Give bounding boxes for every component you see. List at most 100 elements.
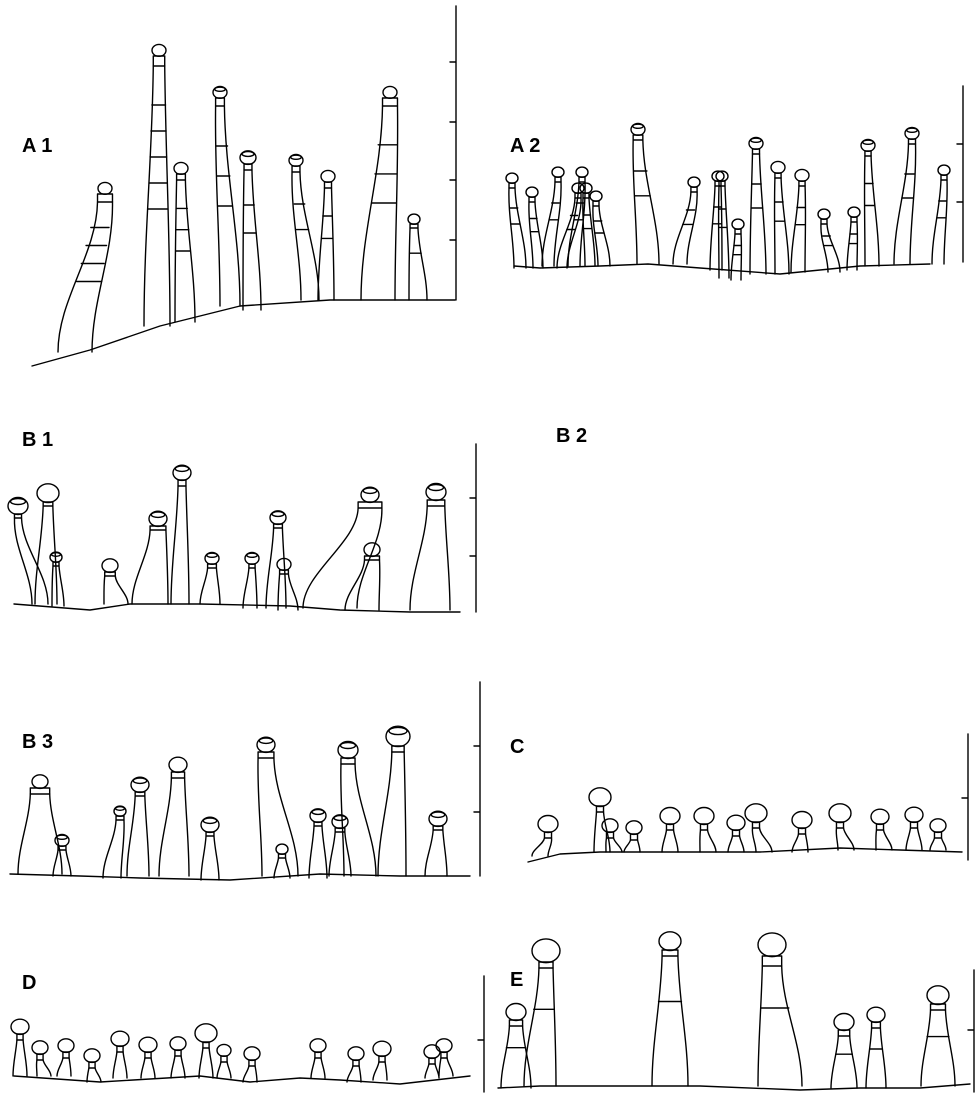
hair-wall — [876, 830, 877, 850]
hair-wall — [132, 530, 150, 604]
hair-wall — [599, 206, 610, 266]
hair-wall — [524, 968, 539, 1086]
hair-wall — [409, 228, 410, 300]
hair-wall — [258, 758, 262, 876]
hair-wall — [113, 1052, 117, 1078]
hair-wall — [542, 182, 555, 266]
glandular-head — [102, 559, 118, 573]
hair-wall — [345, 832, 351, 876]
hair-wall — [652, 956, 662, 1086]
glandular-head — [139, 1037, 157, 1052]
head-cap — [751, 138, 762, 142]
hair-wall — [141, 1058, 145, 1078]
hair-wall — [181, 1056, 185, 1078]
hair-wall — [166, 530, 168, 604]
hair-wall — [329, 832, 335, 876]
hair-wall — [278, 574, 280, 610]
hair-wall — [910, 144, 916, 264]
scale-bar-line — [968, 970, 974, 1092]
hair-wall — [866, 1028, 872, 1088]
hair-wall — [255, 1066, 257, 1082]
hair-wall — [515, 188, 526, 268]
hair-wall — [171, 486, 178, 604]
hair-wall — [945, 1010, 955, 1086]
scale-bar-b3 — [474, 682, 480, 876]
scale-bar-line — [450, 6, 456, 300]
hair-wall — [300, 172, 319, 300]
hair-wall — [373, 1062, 379, 1080]
epidermis-line — [14, 604, 460, 612]
hair-wall — [932, 180, 941, 264]
panel-label-c: C — [510, 737, 524, 757]
hair-wall — [410, 506, 427, 610]
hair-wall — [199, 1048, 203, 1078]
glandular-head — [373, 1041, 391, 1056]
hair-wall — [243, 1066, 249, 1082]
hair-wall — [532, 838, 544, 856]
hair-wall — [216, 568, 220, 604]
glandular-head — [169, 757, 187, 772]
glandular-head — [818, 209, 830, 219]
scale-bar-line — [957, 86, 963, 262]
hair-wall — [687, 192, 697, 264]
epidermis-line — [528, 848, 962, 862]
panel-label-b2: B 2 — [556, 426, 587, 446]
hair-wall — [725, 186, 729, 278]
hair-wall — [700, 830, 701, 852]
hair-wall — [13, 1040, 17, 1076]
hair-wall — [944, 180, 947, 264]
glandular-head — [506, 1004, 526, 1021]
glandular-head — [727, 815, 745, 830]
hair-wall — [708, 830, 716, 852]
hair-wall — [643, 140, 659, 264]
hair-wall — [594, 812, 596, 852]
glandular-head — [84, 1049, 100, 1063]
hair-wall — [252, 170, 261, 310]
hair-wall — [23, 1040, 27, 1076]
head-cap — [389, 727, 407, 734]
hair-wall — [836, 828, 838, 850]
hair-wall — [217, 1062, 221, 1078]
glandular-head — [506, 173, 518, 183]
glandular-head — [688, 177, 700, 187]
hair-wall — [379, 560, 380, 610]
glandular-head — [32, 1041, 48, 1055]
glandular-head — [32, 775, 48, 789]
hair-wall — [123, 1052, 127, 1078]
glandular-head — [694, 808, 714, 825]
head-cap — [11, 499, 26, 505]
hair-wall — [243, 170, 244, 310]
glandular-head — [310, 1039, 326, 1053]
head-cap — [247, 553, 258, 557]
hair-wall — [185, 778, 189, 876]
hair-wall — [740, 836, 744, 852]
hair-wall — [606, 838, 607, 852]
hair-wall — [501, 1026, 509, 1088]
hair-wall — [425, 1064, 429, 1078]
glandular-head — [867, 1007, 885, 1022]
hair-stalk-cell — [216, 98, 225, 106]
head-cap — [215, 87, 226, 91]
glandular-head — [321, 170, 335, 182]
hair-wall — [311, 1058, 315, 1078]
hair-wall — [127, 796, 135, 876]
hair-wall — [847, 222, 851, 270]
epidermis-line — [10, 874, 470, 880]
glandular-head — [98, 182, 112, 194]
hair-wall — [752, 828, 756, 852]
hair-wall — [850, 1036, 857, 1088]
hair-wall — [103, 820, 116, 878]
epidermis-line — [498, 1084, 970, 1090]
hair-wall — [418, 228, 427, 300]
hair-wall — [614, 838, 622, 852]
glandular-head — [660, 808, 680, 825]
hair-wall — [18, 794, 30, 874]
glandular-head — [424, 1045, 440, 1059]
hair-wall — [58, 202, 98, 352]
hair-wall — [347, 1066, 353, 1082]
glandular-head — [37, 484, 59, 503]
hair-wall — [439, 1058, 441, 1076]
hair-wall — [942, 838, 946, 850]
scale-bar-line — [478, 976, 484, 1092]
